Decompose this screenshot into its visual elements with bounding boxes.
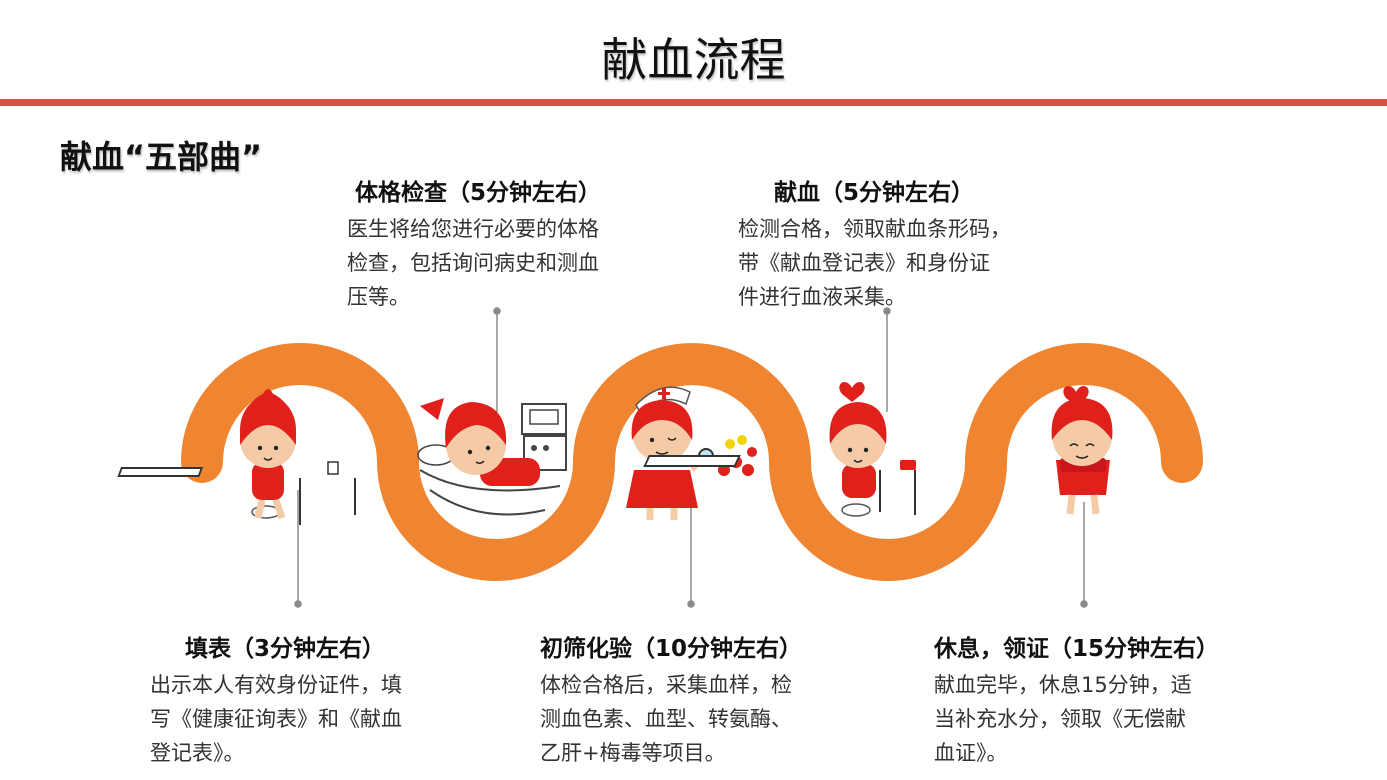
connector-lines (294, 307, 1088, 608)
connector-dot-step3 (687, 600, 695, 608)
step-description: 献血完毕，休息15分钟，适 当补充水分，领取《无偿献 血证》。 (934, 673, 1192, 765)
step-title: 献血（5分钟左右） (774, 180, 975, 206)
mascot-filling-form-icon (117, 389, 356, 525)
step-card-4: 献血（5分钟左右） 检测合格，领取献血条形码， 带《献血登记表》和身份证 件进行… (738, 178, 1011, 314)
step-card-1: 填表（3分钟左右） 出示本人有效身份证件，填 写《健康征询表》和《献血 登记表》… (150, 634, 402, 770)
step-title: 初筛化验（10分钟左右） (540, 636, 803, 662)
step-description: 检测合格，领取献血条形码， 带《献血登记表》和身份证 件进行血液采集。 (738, 217, 1011, 309)
page-title: 献血流程 (601, 33, 786, 87)
step-card-3: 初筛化验（10分钟左右） 体检合格后，采集血样，检 测血色素、血型、转氨酶、 乙… (540, 634, 802, 770)
mascot-donating-blood-icon (643, 381, 916, 517)
process-wave-path (181, 343, 1203, 581)
step-description: 医生将给您进行必要的体格 检查，包括询问病史和测血 压等。 (347, 217, 599, 309)
connector-dot-step2 (493, 307, 501, 315)
step-title: 体格检查（5分钟左右） (355, 180, 602, 206)
step-title: 休息，领证（15分钟左右） (934, 636, 1220, 662)
mascot-on-exam-bed-icon (417, 398, 567, 516)
step-card-5: 休息，领证（15分钟左右） 献血完毕，休息15分钟，适 当补充水分，领取《无偿献… (934, 634, 1219, 770)
connector-dot-step4 (883, 307, 891, 315)
connector-dot-step1 (294, 600, 302, 608)
step-description: 体检合格后，采集血样，检 测血色素、血型、转氨酶、 乙肝+梅毒等项目。 (540, 673, 792, 765)
title-divider-bar (0, 99, 1387, 106)
step-title: 填表（3分钟左右） (185, 636, 386, 662)
mascot-nurse-lab-test-icon (626, 386, 757, 520)
connector-dot-step5 (1080, 600, 1088, 608)
step-card-2: 体格检查（5分钟左右） 医生将给您进行必要的体格 检查，包括询问病史和测血 压等… (347, 178, 601, 314)
mascot-holding-certificate-icon (1051, 385, 1113, 515)
step-description: 出示本人有效身份证件，填 写《健康征询表》和《献血 登记表》。 (150, 673, 402, 765)
section-subtitle: 献血“五部曲” (60, 138, 263, 176)
